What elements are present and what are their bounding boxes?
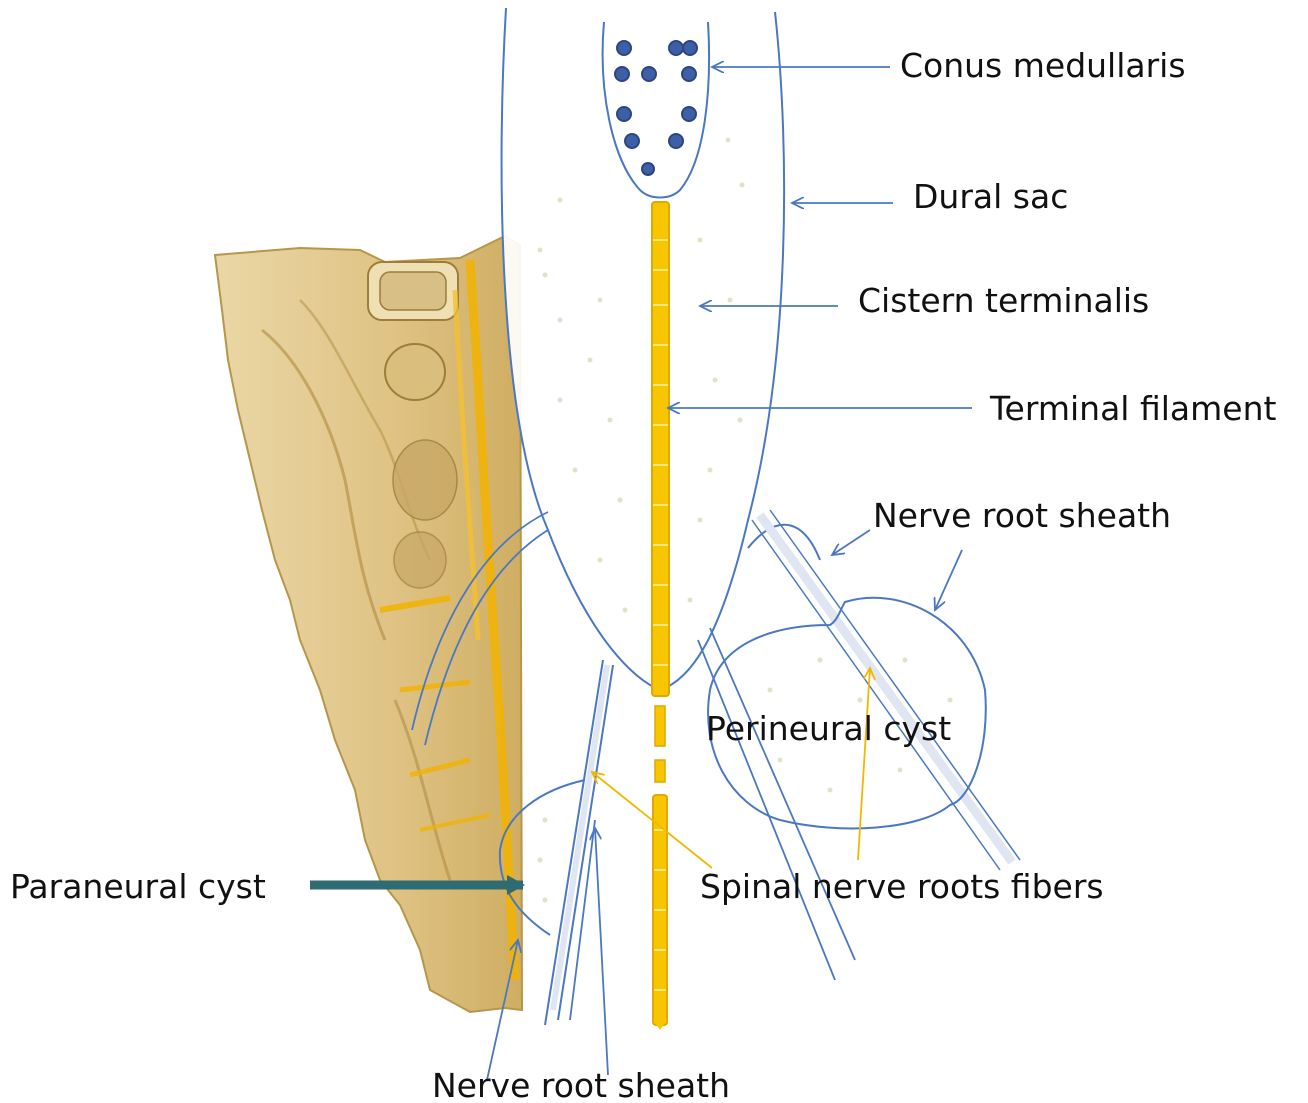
label-terminal-filament: Terminal filament (989, 389, 1276, 428)
label-conus-medullaris: Conus medullaris (900, 46, 1186, 85)
label-nerve-root-sheath-bottom: Nerve root sheath (432, 1066, 730, 1103)
label-dural-sac: Dural sac (913, 177, 1068, 216)
terminal-filament (652, 202, 669, 1030)
label-spinal-nerve-roots-fibers: Spinal nerve roots fibers (700, 867, 1104, 906)
label-nerve-root-sheath-right: Nerve root sheath (873, 496, 1171, 535)
label-cistern-terminalis: Cistern terminalis (858, 281, 1149, 320)
label-paraneural-cyst: Paraneural cyst (10, 867, 266, 906)
label-perineural-cyst: Perineural cyst (706, 709, 951, 748)
